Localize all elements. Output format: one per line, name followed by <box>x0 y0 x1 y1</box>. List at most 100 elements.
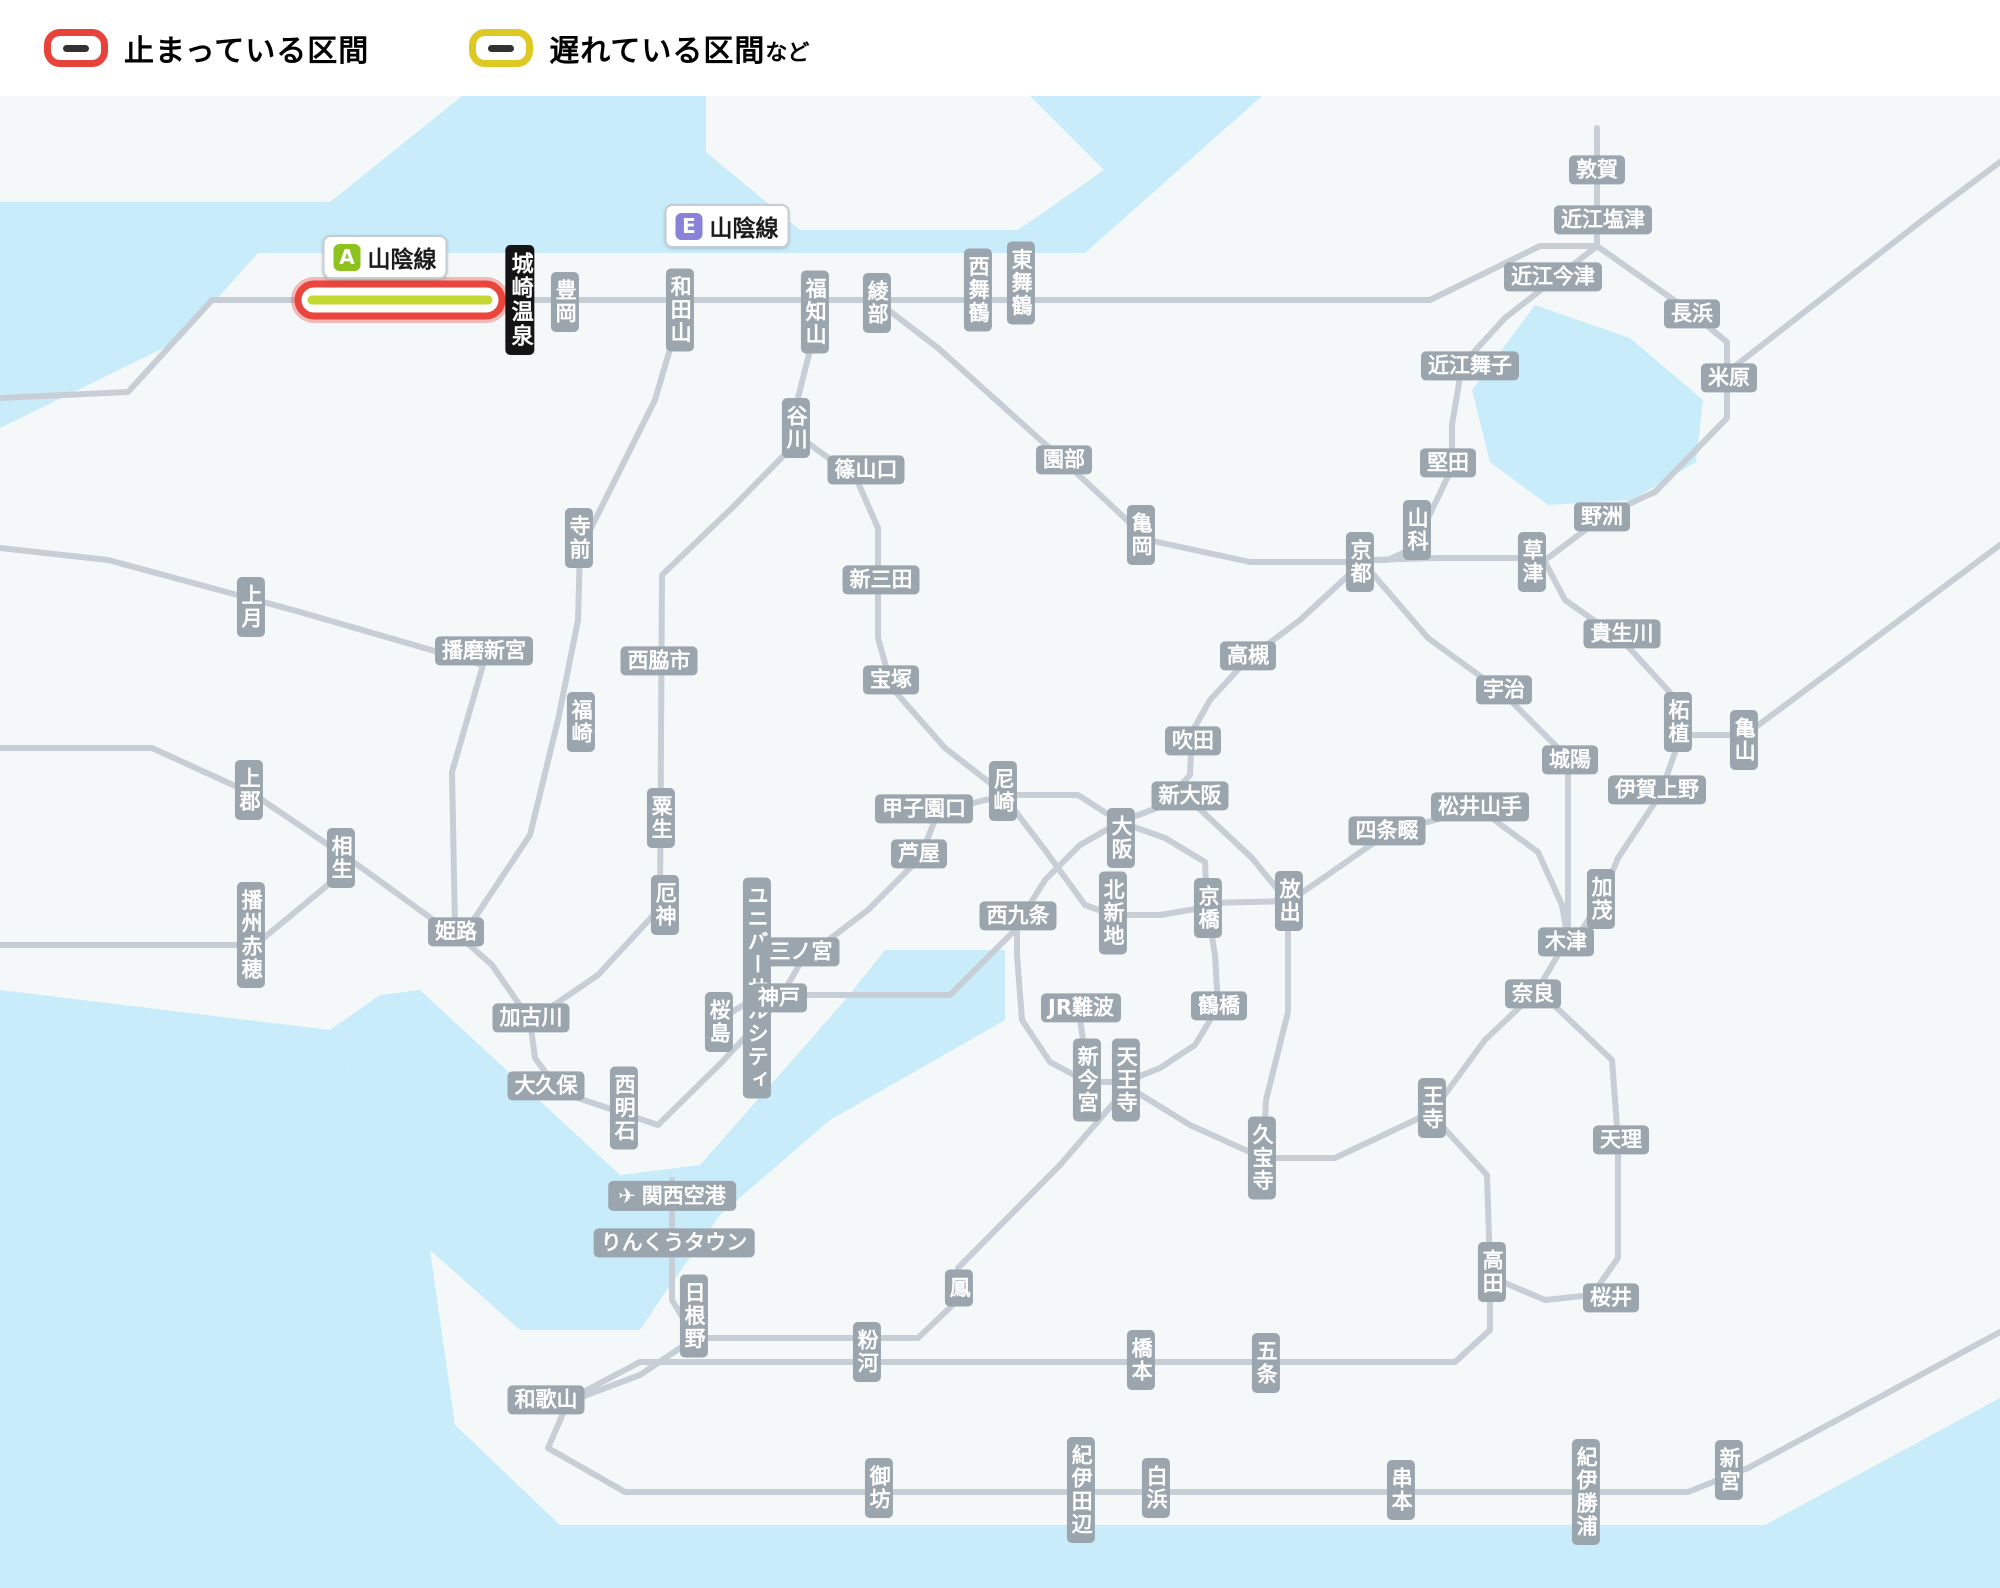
legend-delayed-suffix: など <box>765 41 810 66</box>
station-label[interactable]: 園部 <box>1036 445 1092 475</box>
station-label[interactable]: 桜島 <box>704 992 734 1052</box>
station-label[interactable]: 貴生川 <box>1583 619 1661 649</box>
station-label[interactable]: 篠山口 <box>827 455 905 485</box>
station-label[interactable]: 姫路 <box>428 917 484 947</box>
station-label[interactable]: 福崎 <box>566 692 596 752</box>
station-label[interactable]: 新今宮 <box>1072 1038 1102 1122</box>
station-label[interactable]: 新宮 <box>1714 1440 1744 1500</box>
delayed-track-glyph <box>488 44 515 52</box>
station-label[interactable]: 粟生 <box>646 788 676 848</box>
station-label[interactable]: 宇治 <box>1476 675 1532 705</box>
station-label[interactable]: 放出 <box>1274 871 1304 931</box>
station-label[interactable]: 西舞鶴 <box>963 248 993 332</box>
station-label[interactable]: 芦屋 <box>891 839 947 869</box>
sakurajima-line <box>719 925 1020 1021</box>
station-label[interactable]: 和歌山 <box>507 1385 585 1415</box>
station-label[interactable]: 四条畷 <box>1348 816 1426 846</box>
station-label[interactable]: 相生 <box>326 828 356 888</box>
station-label[interactable]: 大阪 <box>1106 808 1136 868</box>
osaka-bay <box>330 950 1005 1330</box>
station-label[interactable]: 新三田 <box>842 565 920 595</box>
station-label-alert[interactable]: 城崎温泉 <box>505 245 535 355</box>
line-badge-label: 山陰線 <box>709 216 779 242</box>
station-label[interactable]: 三ノ宮 <box>762 937 840 967</box>
station-label[interactable]: 松井山手 <box>1431 792 1529 822</box>
station-label[interactable]: 串本 <box>1386 1460 1416 1520</box>
station-label[interactable]: 橋本 <box>1126 1330 1156 1390</box>
station-label[interactable]: 白浜 <box>1141 1458 1171 1518</box>
station-label[interactable]: 野洲 <box>1574 502 1630 532</box>
station-label[interactable]: 粉河 <box>852 1322 882 1382</box>
station-label[interactable]: 米原 <box>1701 363 1757 393</box>
station-label[interactable]: 王寺 <box>1417 1078 1447 1138</box>
station-label[interactable]: 亀山 <box>1729 710 1759 770</box>
yamatoji-line <box>1122 985 1543 1161</box>
lake-biwa <box>1472 305 1703 505</box>
station-label[interactable]: 東舞鶴 <box>1006 241 1036 325</box>
station-label[interactable]: 綾部 <box>862 273 892 333</box>
station-label[interactable]: 京都 <box>1345 532 1375 592</box>
station-label[interactable]: 厄神 <box>650 875 680 935</box>
station-label[interactable]: 新大阪 <box>1151 781 1229 811</box>
station-label[interactable]: 播磨新宮 <box>435 636 533 666</box>
station-label[interactable]: 鶴橋 <box>1191 991 1247 1021</box>
station-label[interactable]: 尼崎 <box>988 761 1018 821</box>
station-label[interactable]: 天理 <box>1593 1125 1649 1155</box>
station-label[interactable]: 西脇市 <box>620 646 698 676</box>
station-label[interactable]: 伊賀上野 <box>1608 775 1706 805</box>
station-label[interactable]: JR難波 <box>1041 993 1121 1023</box>
stopped-section-icon <box>44 29 108 67</box>
station-label[interactable]: 敦賀 <box>1569 155 1625 185</box>
station-label[interactable]: 加茂 <box>1586 869 1616 929</box>
station-label[interactable]: 北新地 <box>1098 871 1128 955</box>
station-label[interactable]: 久宝寺 <box>1247 1116 1277 1200</box>
station-label[interactable]: 谷川 <box>781 398 811 458</box>
station-label[interactable]: 日根野 <box>679 1274 709 1358</box>
station-label[interactable]: 豊岡 <box>550 272 580 332</box>
station-label[interactable]: りんくうタウン <box>593 1228 755 1258</box>
station-label[interactable]: 木津 <box>1538 927 1594 957</box>
station-label[interactable]: 草津 <box>1517 532 1547 592</box>
station-label[interactable]: 高田 <box>1477 1242 1507 1302</box>
station-label[interactable]: 甲子園口 <box>875 794 973 824</box>
station-label[interactable]: 大久保 <box>507 1071 585 1101</box>
station-label[interactable]: 御坊 <box>864 1458 894 1518</box>
airport-icon: ✈ <box>618 1183 636 1208</box>
station-label[interactable]: 和田山 <box>665 268 695 352</box>
station-label[interactable]: 福知山 <box>800 270 830 354</box>
station-label[interactable]: 堅田 <box>1420 448 1476 478</box>
station-label[interactable]: 神戸 <box>751 983 807 1013</box>
station-label[interactable]: 奈良 <box>1505 979 1561 1009</box>
station-label[interactable]: 上月 <box>236 577 266 637</box>
station-label[interactable]: 近江今津 <box>1504 262 1602 292</box>
station-label[interactable]: 西明石 <box>609 1066 639 1150</box>
station-label[interactable]: ✈関西空港 <box>608 1180 736 1212</box>
stopped-track-glyph <box>63 44 89 52</box>
station-label[interactable]: 城陽 <box>1542 745 1598 775</box>
station-label[interactable]: 加古川 <box>492 1003 570 1033</box>
station-label[interactable]: 播州赤穂 <box>236 882 266 988</box>
station-label[interactable]: 紀伊勝浦 <box>1571 1439 1601 1545</box>
station-label[interactable]: 上郡 <box>234 760 264 820</box>
station-label[interactable]: 天王寺 <box>1111 1038 1141 1122</box>
station-label[interactable]: 山科 <box>1402 500 1432 560</box>
legend-delayed-label: 遅れている区間 <box>549 34 766 69</box>
station-label[interactable]: 桜井 <box>1583 1283 1639 1313</box>
station-label[interactable]: 亀岡 <box>1126 505 1156 565</box>
station-label[interactable]: 五条 <box>1251 1333 1281 1393</box>
station-label[interactable]: 近江舞子 <box>1421 351 1519 381</box>
station-label[interactable]: 京橋 <box>1193 878 1223 938</box>
station-label[interactable]: 宝塚 <box>863 665 919 695</box>
station-label[interactable]: 紀伊田辺 <box>1066 1437 1096 1543</box>
station-label[interactable]: 寺前 <box>564 508 594 568</box>
station-label[interactable]: 長浜 <box>1664 299 1720 329</box>
station-label[interactable]: 吹田 <box>1165 726 1221 756</box>
station-label[interactable]: 近江塩津 <box>1554 205 1652 235</box>
station-label[interactable]: 西九条 <box>979 901 1057 931</box>
station-label[interactable]: 高槻 <box>1220 641 1276 671</box>
station-label[interactable]: 柘植 <box>1663 692 1693 752</box>
station-label[interactable]: 鳳 <box>944 1269 974 1307</box>
